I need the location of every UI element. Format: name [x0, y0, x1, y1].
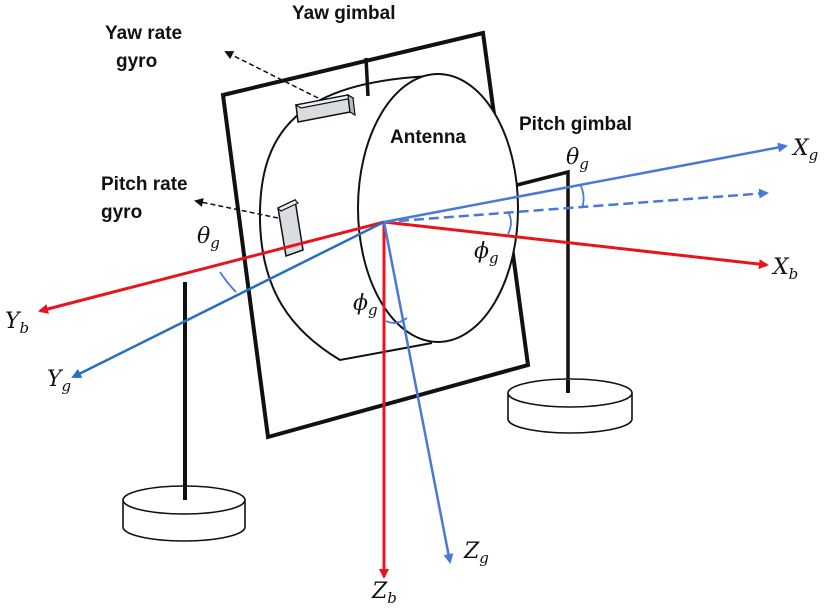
pitch-gimbal-bracket — [516, 169, 570, 395]
yaw-rate-gyro — [294, 93, 356, 123]
pitch-gyro-pointer-arrow — [194, 198, 279, 219]
yaw-gimbal-frame — [220, 30, 531, 440]
yaw-gimbal-label: Yaw gimbal — [292, 3, 395, 24]
theta-left-label: θg — [197, 224, 220, 252]
phi-center-label: ϕg — [353, 291, 378, 319]
phi-right-label: ϕg — [474, 239, 499, 267]
yaw-rate-gyro-label-line1: Yaw rate — [105, 23, 182, 44]
theta-right-label: θg — [566, 145, 589, 173]
left-support — [122, 282, 246, 542]
yaw-rate-gyro-label-line2: gyro — [116, 51, 157, 72]
left-base-cylinder — [122, 485, 246, 542]
antenna-face — [357, 73, 519, 343]
xb-axis — [383, 220, 769, 270]
phi-center-arc — [385, 317, 408, 324]
yaw-gyro-pointer-arrow — [224, 51, 319, 99]
zb-axis-label: Zb — [371, 579, 397, 607]
xg-projection-dashed — [383, 188, 769, 224]
theta-right-arc — [579, 183, 585, 209]
antenna-label: Antenna — [390, 127, 466, 148]
yaw-gimbal-shaft — [364, 57, 370, 97]
pitch-rate-gyro — [276, 198, 304, 258]
yb-axis-label: Yb — [5, 309, 29, 337]
theta-left-arc — [219, 271, 237, 293]
right-base-cylinder — [507, 378, 633, 434]
xg-axis — [383, 142, 788, 224]
phi-right-arc — [507, 211, 512, 235]
yg-axis-label: Yg — [47, 367, 71, 395]
pitch-rate-gyro-label-line2: gyro — [101, 202, 142, 223]
yg-axis — [71, 220, 385, 379]
right-support — [507, 169, 633, 434]
yb-axis — [38, 220, 385, 314]
xb-axis-label: Xb — [771, 255, 798, 283]
antenna-body-outline — [258, 75, 433, 362]
pitch-gimbal-label: Pitch gimbal — [519, 114, 632, 135]
zg-axis — [382, 221, 454, 564]
pitch-rate-gyro-label-line1: Pitch rate — [101, 174, 188, 195]
zg-axis-label: Zg — [463, 539, 489, 567]
xg-axis-label: Xg — [791, 136, 818, 164]
